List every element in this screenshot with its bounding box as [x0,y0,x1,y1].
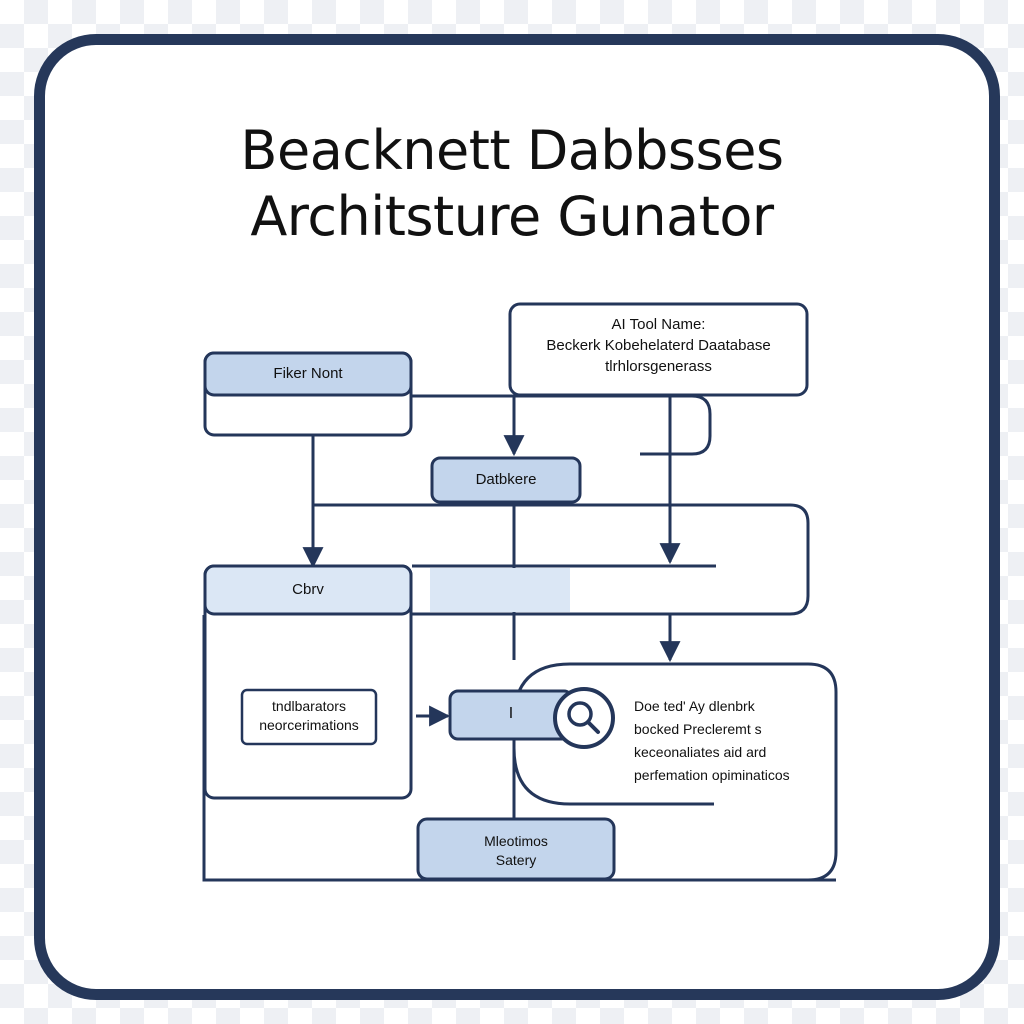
search-icon [553,687,615,749]
description-line-2: bocked Precleremt s [634,721,762,737]
ai-tool-label-line-2: Beckerk Kobehelaterd Daatabase [546,337,771,354]
cbrv-highlight-bar [430,568,570,612]
ai-tool-label: AI Tool Name: Beckerk Kobehelaterd Daata… [510,314,807,377]
connector-fiker-to-right [412,394,712,456]
cbrv-header [203,564,413,616]
description-line-4: perfemation opiminaticos [634,767,790,783]
monitoring-label-line-1: Mleotimos [484,833,548,849]
monitoring-label-line-2: Satery [495,852,537,868]
database-node [430,456,582,504]
description-container [512,662,838,882]
monitoring-label: Mleotimos Satery [418,832,614,870]
fiker-nont-label: Fiker Nont [273,365,343,382]
monitoring-node [416,817,616,881]
indicators-label-line-2: neorcerimations [259,717,359,733]
database-label: Datbkere [475,471,537,488]
i-node-label: I [508,705,514,722]
indicators-label: tndlbarators neorcerimations [242,697,376,735]
title-line-1: Beacknett Dabbsses [240,119,784,182]
connector-database-to-loop [313,503,810,616]
cbrv-label: Cbrv [292,581,324,598]
ai-tool-label-line-3: tlrhlorsgenerass [605,358,712,375]
description-line-1: Doe ted' Ay dlenbrk [634,698,755,714]
description-label: Doe ted' Ay dlenbrk bocked Precleremt s … [634,695,824,787]
indicators-label-line-1: tndlbarators [272,698,346,714]
fiker-nont-header [203,351,413,397]
title-line-2: Architsture Gunator [250,185,774,248]
page-title: Beacknett Dabbsses Architsture Gunator [0,118,1024,250]
indicators-node [240,688,378,746]
ai-tool-node [508,302,809,397]
description-line-3: keceonaliates aid ard [634,744,767,760]
ai-tool-label-line-1: AI Tool Name: [611,316,706,333]
